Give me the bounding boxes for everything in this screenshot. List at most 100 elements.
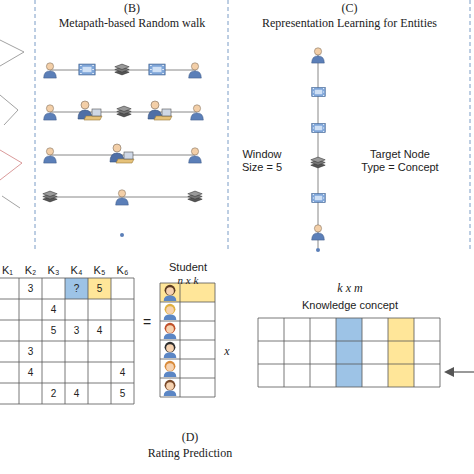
- highlighted-column: [388, 318, 414, 387]
- panel-title: Rating Prediction: [110, 447, 270, 461]
- rating-value: 3: [74, 325, 80, 337]
- highlighted-column: [336, 318, 362, 387]
- target-note: Target Node Type = Concept: [358, 148, 442, 173]
- incoming-arrow: [444, 367, 474, 377]
- matrix-block: k x m Knowledge concept: [255, 282, 445, 392]
- student-avatar: [164, 361, 177, 377]
- rating-value: ?: [74, 283, 80, 295]
- concept-icon: [117, 106, 131, 117]
- rating-value: 3: [28, 346, 34, 358]
- student-avatar: [164, 380, 177, 396]
- rating-value: 4: [74, 388, 80, 400]
- panel-title: Representation Learning for Entities: [229, 17, 470, 31]
- column-header: K₆: [117, 264, 129, 277]
- film-icon: [312, 194, 326, 203]
- column-header: K₁: [2, 264, 13, 277]
- user-icon: [312, 225, 325, 240]
- student-matrix: [160, 283, 215, 397]
- rating-value: 4: [120, 367, 126, 379]
- user-icon: [191, 105, 204, 120]
- user-icon: [189, 148, 202, 163]
- walk-row-1: [44, 63, 202, 78]
- multiply-sign: x: [224, 345, 229, 359]
- rating-value: 3: [28, 283, 34, 295]
- student-avatar: [164, 304, 177, 320]
- grid-lines: [258, 318, 440, 387]
- column-header: K₄: [71, 264, 83, 277]
- panel-letter: (D): [120, 431, 260, 445]
- concept-icon: [188, 191, 202, 202]
- concept-matrix: [258, 318, 440, 387]
- teacher-icon: [110, 144, 134, 163]
- context-window: [311, 48, 325, 252]
- ellipsis-dot: [316, 248, 320, 252]
- known-rating-cell: [88, 278, 111, 299]
- equals-sign: =: [143, 314, 151, 330]
- rating-value: 5: [97, 283, 103, 295]
- graph-edge: [2, 196, 20, 208]
- film-icon: [149, 64, 165, 75]
- context-line: [318, 52, 319, 248]
- graph-edge: [0, 40, 24, 66]
- dashed-separator: [470, 0, 471, 250]
- teacher-icon: [78, 101, 102, 120]
- concept-icon: [115, 64, 129, 75]
- panel-band: (D) Rating Prediction Studentn x k k x m Kno…: [0, 255, 474, 474]
- dashed-separator: [228, 0, 229, 250]
- dashed-separator: [35, 0, 36, 250]
- grid-rows: [0, 278, 134, 404]
- walk-row-2: [44, 101, 204, 120]
- film-icon: [312, 88, 326, 97]
- user-icon: [116, 190, 129, 205]
- panel-band: (C)Representation Learning for Entities: [229, 0, 470, 250]
- user-icon: [44, 148, 57, 163]
- user-icon: [189, 63, 202, 78]
- panel-letter: (B): [38, 2, 226, 16]
- film-icon: [79, 64, 95, 75]
- matrix-block: Studentn x k: [148, 261, 228, 401]
- graph-edge: [0, 150, 22, 180]
- grid-lines: [160, 283, 215, 397]
- rating-value: 5: [120, 388, 126, 400]
- arrow-head: [444, 367, 454, 377]
- panel-letter: (C): [229, 2, 470, 16]
- panel-band: (B)Metapath-based Random walk: [38, 0, 226, 250]
- student-avatar: [164, 323, 177, 339]
- matrix-dimension: k x m: [255, 282, 445, 296]
- matrix-title: Student: [148, 261, 228, 274]
- teacher-icon: [148, 101, 172, 120]
- column-header: K₅: [94, 264, 106, 277]
- student-avatar: [164, 342, 177, 358]
- unknown-rating-cell: [65, 278, 88, 299]
- concept-icon: [43, 191, 57, 202]
- film-icon: [312, 124, 326, 133]
- cropped-graph: [0, 40, 24, 208]
- matrix-dimension: n x k: [148, 274, 228, 287]
- walk-row-3: [44, 144, 202, 163]
- walk-row-4: [43, 190, 202, 205]
- rating-matrix: [0, 278, 134, 404]
- walk-lines: [50, 52, 318, 248]
- rating-value: 2: [51, 388, 57, 400]
- arrow-shaft: [452, 371, 474, 372]
- target-concept-icon: [311, 157, 325, 168]
- panel-title: Metapath-based Random walk: [38, 17, 226, 31]
- rating-value: 5: [51, 325, 57, 337]
- matrix-title: Knowledge concept: [255, 299, 445, 312]
- panel-separators: [35, 0, 470, 250]
- column-header: K₂: [25, 264, 37, 277]
- user-icon: [44, 63, 57, 78]
- user-icon: [44, 105, 57, 120]
- column-header: K₃: [48, 264, 60, 277]
- user-icon: [312, 48, 325, 63]
- student-avatar: [164, 285, 177, 301]
- ellipsis-dot: [120, 233, 124, 237]
- window-note: Window Size = 5: [237, 148, 287, 173]
- graph-edge: [0, 95, 18, 125]
- grid-columns: [19, 278, 134, 404]
- rating-value: 4: [28, 367, 34, 379]
- rating-value: 4: [51, 304, 57, 316]
- rating-value: 4: [97, 325, 103, 337]
